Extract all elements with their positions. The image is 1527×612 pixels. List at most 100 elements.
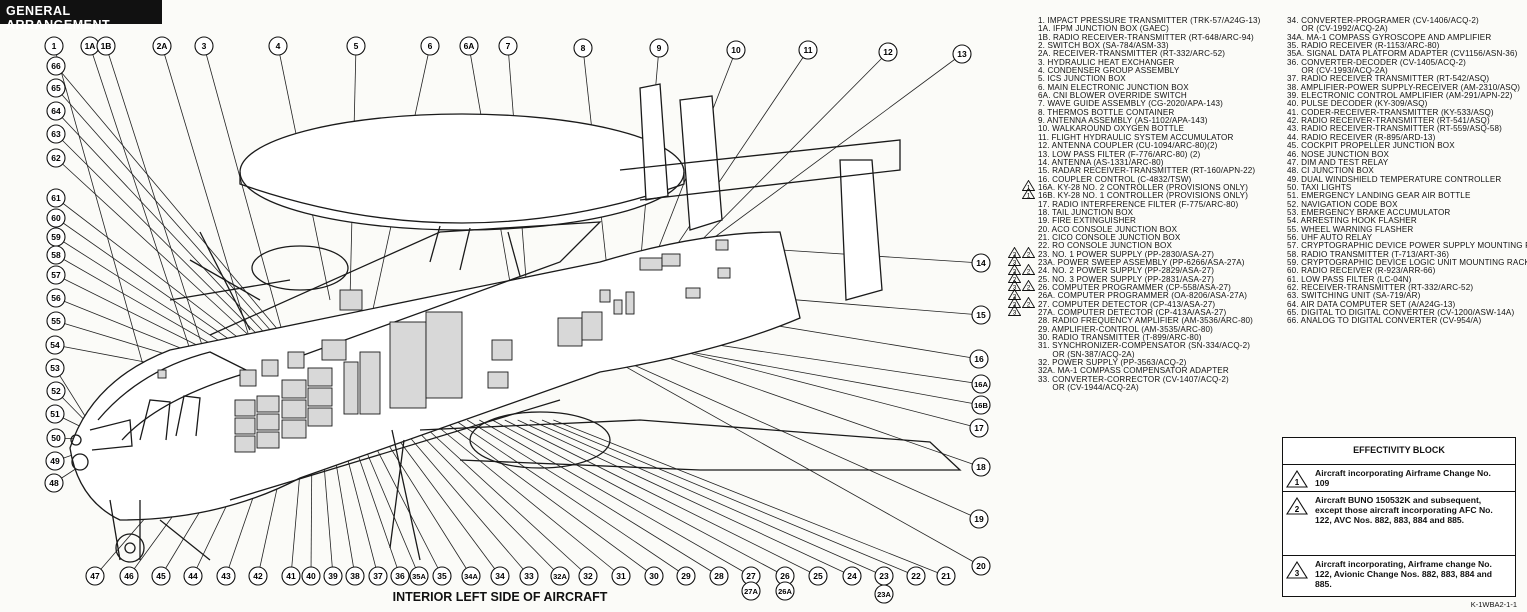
propeller-left xyxy=(169,231,291,331)
legend-item: 18. TAIL JUNCTION BOX xyxy=(1038,207,1134,217)
callout-circle xyxy=(346,36,366,56)
callout-circle xyxy=(874,584,894,604)
legend-item: 15. RADAR RECEIVER-TRANSMITTER (RT-160/A… xyxy=(1038,166,1256,176)
legend-item: 35. RADIO RECEIVER (R-1153/ARC-80) xyxy=(1287,41,1440,51)
callout-bottom-37: 37 xyxy=(373,571,383,581)
leader-line xyxy=(541,419,917,577)
legend-item: 53. EMERGENCY BRAKE ACCUMULATOR xyxy=(1287,207,1451,217)
callout-circle xyxy=(971,556,991,576)
legend-item: 40. PULSE DECODER (KY-309/ASQ) xyxy=(1287,99,1428,109)
callout-left-63: 63 xyxy=(51,129,61,139)
callout-circle xyxy=(46,428,66,448)
legend-item: OR (CV-1993/ACQ-2A) xyxy=(1287,66,1388,76)
effectivity-row-2: 2 Aircraft BUNO 150532K and subsequent, … xyxy=(1283,491,1515,556)
callout-circle xyxy=(268,36,288,56)
leader-line xyxy=(454,419,687,577)
legend-item: 37. RADIO RECEIVER TRANSMITTER (RT-542/A… xyxy=(1287,74,1490,84)
legend-item: 36. CONVERTER-DECODER (CV-1405/ACQ-2) xyxy=(1287,57,1467,67)
callout-bottom-44: 44 xyxy=(188,571,198,581)
legend-item: 1B. RADIO RECEIVER-TRANSMITTER (RT-648/A… xyxy=(1038,32,1254,42)
legend-item: 16A. KY-28 NO. 2 CONTROLLER (PROVISIONS … xyxy=(1038,182,1249,192)
legend-item: 13. LOW PASS FILTER (F-776/ARC-80) (2) xyxy=(1038,149,1201,159)
nose-wheel-hub xyxy=(124,542,136,554)
callout-circle xyxy=(952,44,972,64)
callout-bottom-41: 41 xyxy=(286,571,296,581)
callout-circle xyxy=(498,36,518,56)
legend-item: 19. FIRE EXTINGUISHER xyxy=(1038,216,1137,226)
callout-circle xyxy=(46,124,66,144)
legend-item: 63. SWITCHING UNIT (SA-719/AR) xyxy=(1287,291,1421,301)
svg-text:1: 1 xyxy=(1027,185,1031,192)
legend-item: 55. WHEEL WARNING FLASHER xyxy=(1287,224,1414,234)
effectivity-symbol-2: 2 xyxy=(1286,497,1308,515)
callout-circle xyxy=(971,305,991,325)
legend-item: 61. LOW PASS FILTER (LC-04N) xyxy=(1287,274,1412,284)
callout-circle xyxy=(490,566,510,586)
legend-item: 12. ANTENNA COUPLER (CU-1094/ARC-80)(2) xyxy=(1038,141,1218,151)
legend-item: 1. IMPACT PRESSURE TRANSMITTER (TRK-57/A… xyxy=(1038,16,1261,25)
diagram-caption: INTERIOR LEFT SIDE OF AIRCRAFT xyxy=(393,590,608,604)
svg-text:2: 2 xyxy=(1027,301,1031,308)
legend-item: 35A. SIGNAL DATA PLATFORM ADAPTER (CV115… xyxy=(1287,49,1518,59)
callout-circle xyxy=(459,36,479,56)
effectivity-symbol-1: 1 xyxy=(1286,470,1308,488)
leader-line xyxy=(466,419,720,577)
legend-item: 11. FLIGHT HYDRAULIC SYSTEM ACCUMULATOR xyxy=(1038,132,1234,142)
callout-top-2A: 2A xyxy=(157,41,168,51)
callout-circle xyxy=(709,566,729,586)
callout-left-52: 52 xyxy=(51,386,61,396)
legend-item: 30. RADIO TRANSMITTER (T-899/ARC-80) xyxy=(1038,333,1202,343)
effectivity-triangle-3: 3 xyxy=(1008,305,1021,316)
effectivity-row-1: 1 Aircraft incorporating Airframe Change… xyxy=(1283,464,1515,492)
callout-left-62: 62 xyxy=(51,153,61,163)
callout-circle xyxy=(46,265,66,285)
legend-item: 28. RADIO FREQUENCY AMPLIFIER (AM-3536/A… xyxy=(1038,316,1253,326)
callout-circle xyxy=(432,566,452,586)
svg-text:3: 3 xyxy=(1013,268,1017,275)
callout-top-4: 4 xyxy=(276,41,281,51)
effectivity-triangle-3: 3 xyxy=(1008,255,1021,266)
callout-bottom-36: 36 xyxy=(395,571,405,581)
callout-top-8: 8 xyxy=(581,43,586,53)
callout-circle xyxy=(906,566,926,586)
callout-bottom-33: 33 xyxy=(524,571,534,581)
effectivity-triangle-2: 2 xyxy=(1022,280,1035,291)
legend-item: 27. COMPUTER DETECTOR (CP-413/ASA-27) xyxy=(1038,299,1216,309)
callout-circle xyxy=(971,253,991,273)
effectivity-symbol-3: 3 xyxy=(1286,561,1308,579)
leader-line xyxy=(479,419,752,577)
legend-item: 60. RADIO RECEIVER (R-923/ARR-66) xyxy=(1287,266,1436,276)
legend-item: 22. RO CONSOLE JUNCTION BOX xyxy=(1038,241,1173,251)
callout-top-1B: 1B xyxy=(101,41,112,51)
leader-line xyxy=(383,419,501,577)
svg-text:2: 2 xyxy=(1027,251,1031,258)
effectivity-title: EFFECTIVITY BLOCK xyxy=(1353,445,1445,455)
callout-circle xyxy=(936,566,956,586)
svg-text:1: 1 xyxy=(1027,193,1031,200)
equipment-racks xyxy=(157,239,731,453)
legend-item: 5. ICS JUNCTION BOX xyxy=(1038,74,1126,84)
legend-item: 26. COMPUTER PROGRAMMER (CP-558/ASA-27) xyxy=(1038,283,1231,292)
callout-left-57: 57 xyxy=(51,270,61,280)
callout-left-58: 58 xyxy=(51,250,61,260)
callout-circle xyxy=(45,404,65,424)
cockpit-seats xyxy=(89,395,201,451)
callout-circle xyxy=(152,36,172,56)
callout-circle xyxy=(798,40,818,60)
effectivity-text-3: Aircraft incorporating, Airframe change … xyxy=(1315,559,1493,589)
callout-circle xyxy=(573,38,593,58)
leader-line xyxy=(105,45,211,371)
callout-circle xyxy=(726,40,746,60)
wing-left xyxy=(209,221,602,361)
callout-circle xyxy=(96,36,116,56)
callout-circle xyxy=(44,473,64,493)
leader-line xyxy=(55,110,291,361)
callout-circle xyxy=(248,566,268,586)
leader-line xyxy=(55,65,301,357)
nose-wheel xyxy=(115,533,145,563)
callout-top-1: 1 xyxy=(52,41,57,51)
callout-right-16B: 16B xyxy=(974,401,988,410)
legend-item: 23. NO. 1 POWER SUPPLY (PP-2830/ASA-27) xyxy=(1038,249,1215,259)
legend-item: OR (CV-1992/ACQ-2A) xyxy=(1287,24,1388,34)
